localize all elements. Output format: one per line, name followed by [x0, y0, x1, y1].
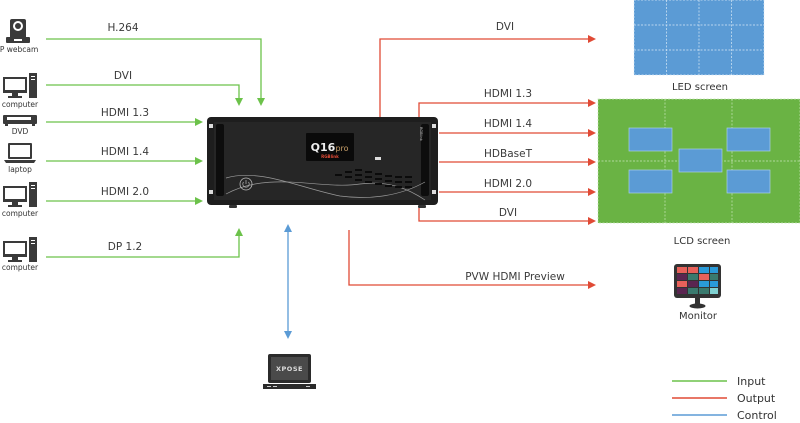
output-signal-label: HDMI 1.3: [484, 88, 532, 100]
video-processor-q16pro: Q16 pro RGBlink RGBlink: [207, 117, 438, 208]
processor-model-suffix: pro: [335, 144, 348, 153]
processor-brand: RGBlink: [321, 154, 339, 159]
source-computer-2: computer: [2, 182, 39, 218]
input-line-dvi: [46, 84, 243, 106]
legend: Input Output Control: [672, 375, 777, 422]
led-screen: LED screen: [633, 0, 765, 93]
legend-label: Output: [737, 392, 776, 405]
output-line-led-dvi: [379, 35, 596, 117]
webcam-icon: [6, 19, 30, 43]
source-computer-1: computer: [2, 73, 39, 109]
processor-side-brand: RGBlink: [419, 127, 423, 142]
led-screen-label: LED screen: [672, 82, 728, 93]
legend-label: Control: [737, 409, 777, 422]
output-line-hdmi13: [418, 99, 596, 117]
legend-item-control: Control: [672, 409, 777, 422]
lcd-screen-label: LCD screen: [674, 236, 731, 247]
legend-item-input: Input: [672, 375, 766, 388]
monitor-icon: [674, 264, 721, 309]
input-line-dp12: [46, 228, 243, 258]
input-signal-label: HDMI 1.4: [101, 146, 149, 158]
legend-item-output: Output: [672, 392, 776, 405]
lcd-window-2: [726, 127, 771, 152]
control-software-logo: XPOSE: [276, 365, 303, 373]
processor-model: Q16: [311, 141, 336, 154]
monitor: Monitor: [674, 264, 721, 322]
front-display-panel: [306, 133, 354, 161]
ventilation-grille: [335, 169, 412, 188]
output-signal-label: HDMI 2.0: [484, 178, 532, 190]
lcd-window-1: [628, 127, 673, 152]
source-laptop: laptop: [4, 143, 36, 174]
input-signal-label: H.264: [107, 22, 138, 34]
power-icon: [242, 181, 250, 188]
source-ip-webcam: IP webcam: [0, 19, 38, 54]
source-label: laptop: [8, 165, 32, 174]
control-laptop: XPOSE: [263, 354, 316, 389]
power-button[interactable]: [239, 177, 253, 191]
output-signal-label: HDMI 1.4: [484, 118, 532, 130]
lcd-window-3: [678, 148, 723, 173]
output-line-lcd-dvi: [418, 208, 596, 225]
laptop-icon: [263, 354, 316, 389]
lcd-window-4: [628, 169, 673, 194]
source-label: computer: [2, 209, 39, 218]
rack-handle-right: [421, 124, 429, 196]
source-computer-3: computer: [2, 237, 39, 272]
lcd-screen: LCD screen: [597, 98, 800, 247]
input-line-h264: [46, 38, 265, 106]
output-signal-label: HDBaseT: [484, 148, 533, 160]
legend-label: Input: [737, 375, 766, 388]
rack-handle-left: [216, 124, 224, 196]
input-signal-label: DVI: [114, 70, 132, 82]
computer-icon: [3, 182, 37, 207]
source-label: computer: [2, 100, 39, 109]
usb-port: [375, 157, 381, 160]
source-label: DVD: [12, 127, 29, 136]
output-line-preview: [348, 230, 596, 289]
dvd-player-icon: [3, 115, 37, 126]
output-signal-label: PVW HDMI Preview: [465, 271, 565, 283]
computer-icon: [3, 73, 37, 98]
laptop-icon: [4, 143, 36, 163]
source-dvd: DVD: [3, 115, 37, 136]
monitor-label: Monitor: [679, 311, 718, 322]
source-label: computer: [2, 263, 39, 272]
input-signal-label: HDMI 2.0: [101, 186, 149, 198]
source-label: IP webcam: [0, 45, 38, 54]
output-signal-label: DVI: [496, 21, 514, 33]
computer-icon: [3, 237, 37, 262]
input-signal-label: HDMI 1.3: [101, 107, 149, 119]
output-signal-label: DVI: [499, 207, 517, 219]
input-signal-label: DP 1.2: [108, 241, 142, 253]
lcd-window-5: [726, 169, 771, 194]
